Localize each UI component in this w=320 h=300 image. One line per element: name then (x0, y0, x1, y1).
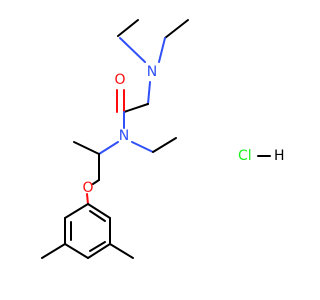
bond-amine-n-ethyl1 (119, 37, 146, 63)
ring-bond-4 (87, 243, 111, 259)
ring-double-bond-2 (89, 241, 106, 252)
amine-nitrogen-label: N (147, 64, 157, 80)
hydrogen-label: H (274, 148, 285, 164)
bond-ch-methyl (73, 141, 100, 155)
bond-aryl-methyl-left (41, 243, 66, 259)
bond-aryl-methyl-right (109, 243, 134, 259)
bond-amide-n-ch (98, 141, 119, 155)
amide-nitrogen-label: N (119, 128, 129, 144)
ether-oxygen-label: O (82, 180, 93, 196)
bond-ethyl2-ch3 (164, 19, 189, 39)
chlorine-label: Cl (238, 148, 252, 164)
carbonyl-oxygen-label: O (114, 72, 125, 88)
bond-amide-n-ethyl (131, 141, 154, 153)
bond-ethyl3-ch3 (152, 137, 177, 153)
ring-bond-6 (87, 203, 111, 219)
bond-ethyl1-ch3 (117, 19, 139, 37)
bond-amine-n-ch2 (147, 81, 151, 105)
ring-bond-3 (64, 243, 89, 259)
ring-bond-1 (64, 203, 89, 219)
ring-double-bond-3 (89, 210, 106, 222)
molecule-structure: N N O O Cl H (41, 19, 285, 259)
bond-ch2-ether-o (92, 179, 100, 185)
bond-ether-o-aryl (86, 193, 89, 205)
bond-amine-n-ethyl2 (158, 37, 166, 63)
bond-ch2-carbonyl-c (123, 103, 149, 113)
